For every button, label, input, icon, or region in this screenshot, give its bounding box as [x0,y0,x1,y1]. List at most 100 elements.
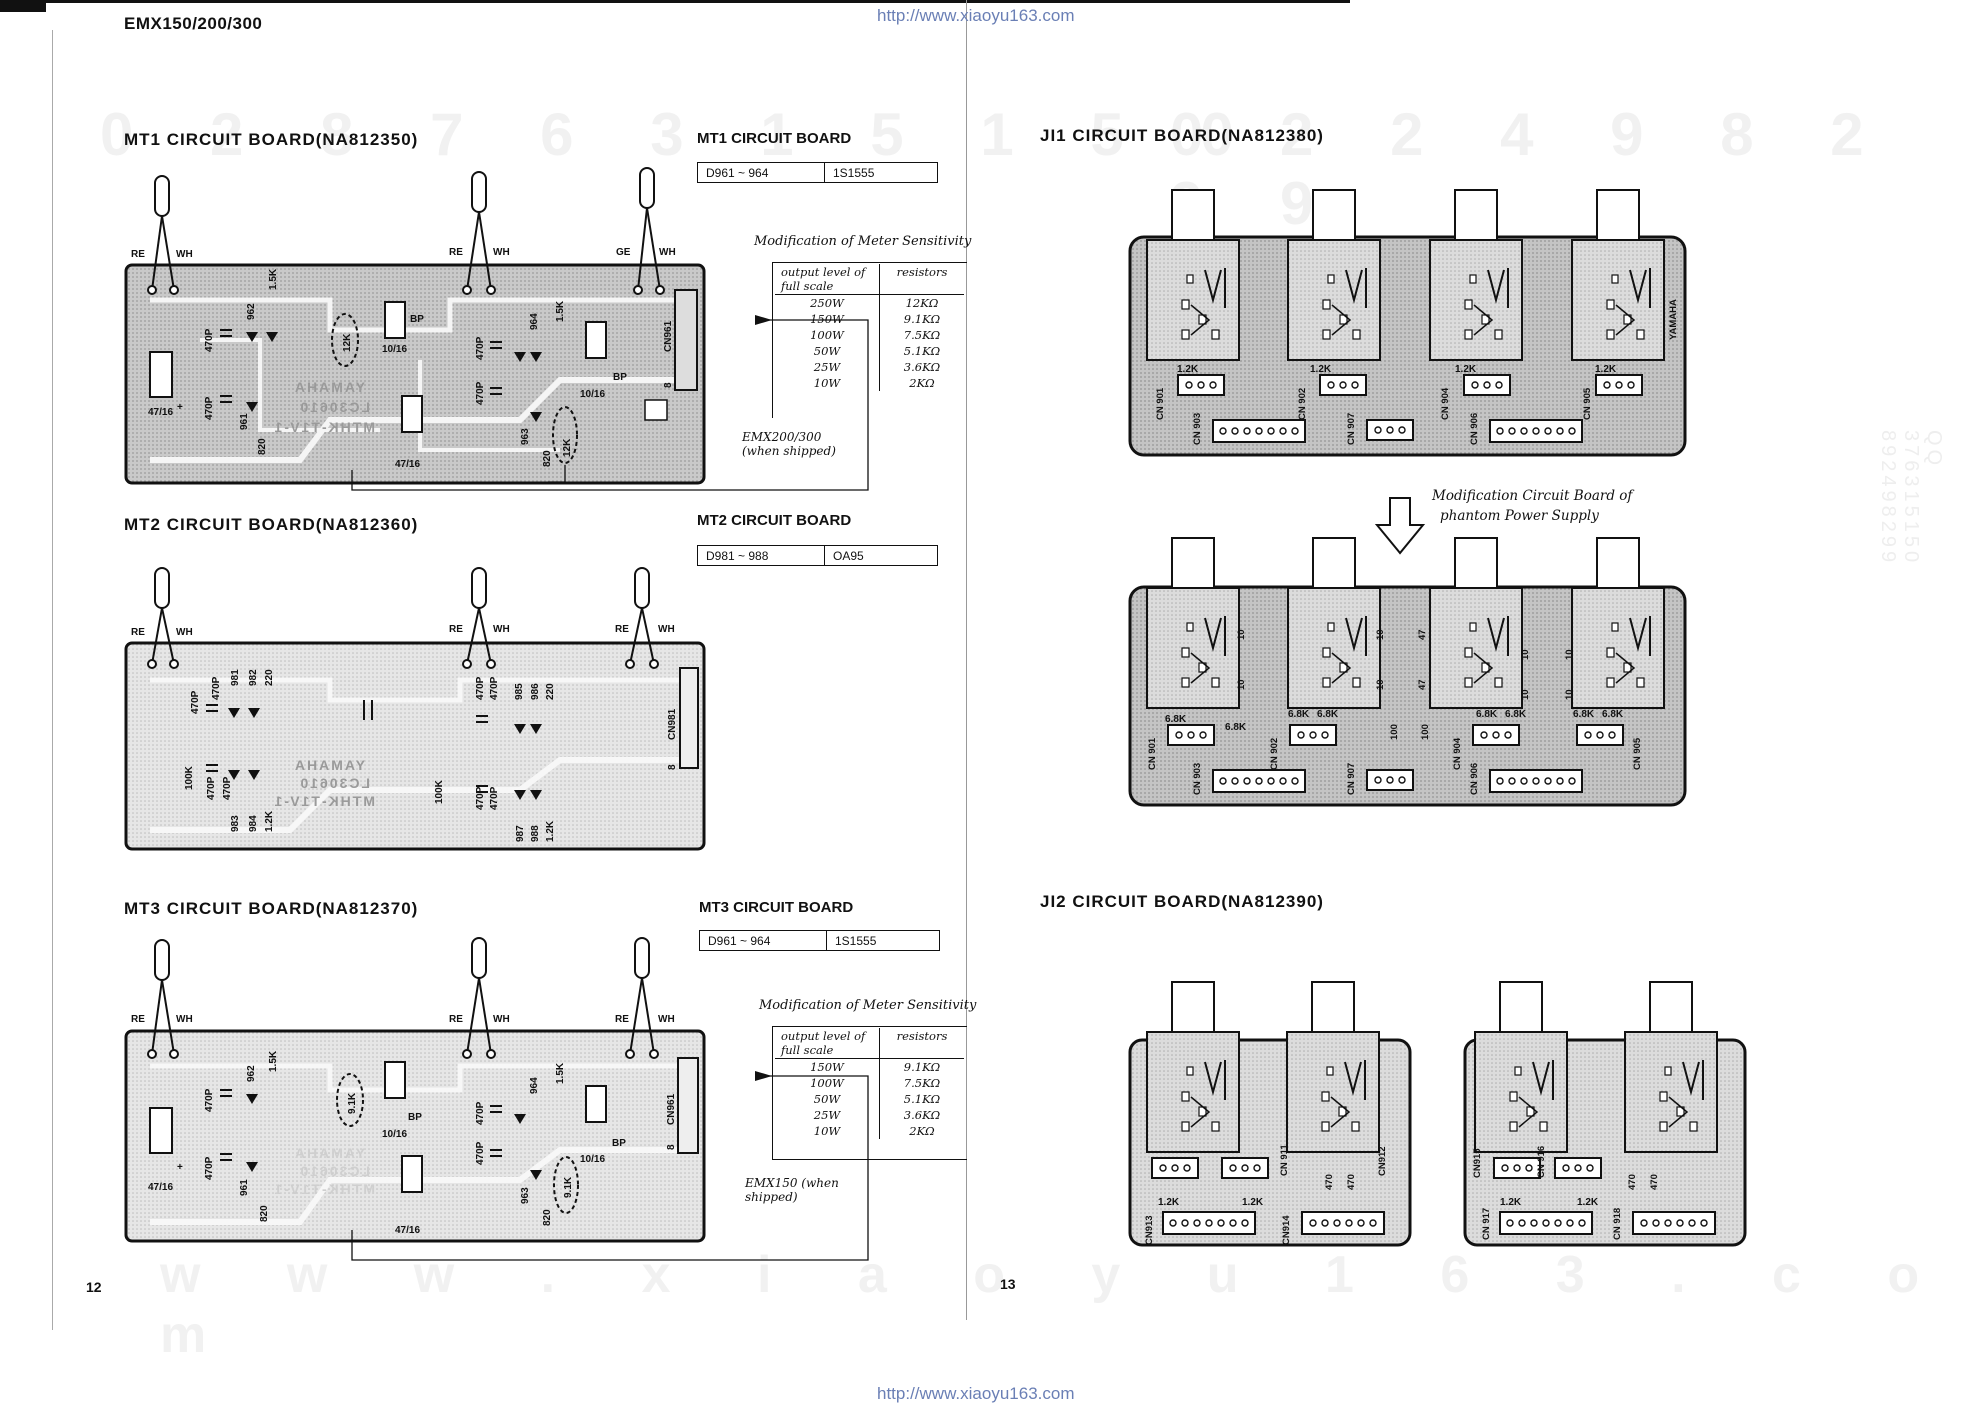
jim-cn906 [1489,769,1583,793]
mt1-value: 1S1555 [824,162,938,183]
mt3-led-1 [147,939,179,1059]
mt2-re-1: RE [131,627,145,638]
ji2-r470-3: 470 [1627,1174,1638,1190]
ji2-cn911 [1151,1157,1199,1179]
arrow-note-line-2: phantom Power Supply [1440,508,1599,524]
mt2-title: MT2 CIRCUIT BOARD(NA812360) [124,515,419,534]
jim-cn904-label: CN 904 [1452,737,1463,770]
jim-c10-6: 10 [1520,689,1531,700]
mt2-d986: 986 [530,683,541,700]
mt1-pin8: 8 [663,382,674,388]
ji2-cn913-label: CN913 [1144,1215,1155,1245]
mod2-note: EMX150 (when shipped) [745,1176,839,1204]
mod1-col1: output level of full scale [775,264,880,295]
mod2-res-0: 9.1KΩ [903,1060,941,1074]
mt3-board [124,937,869,1261]
mt2-led-2 [462,567,496,669]
mt3-d962: 962 [246,1065,257,1082]
mt3-d961: 961 [239,1179,250,1196]
url-top[interactable]: http://www.xiaoyu163.com [877,6,1075,25]
ji2-cn914 [1301,1211,1385,1235]
jim-c10-3: 10 [1375,629,1386,640]
ji2-r470-4: 470 [1649,1174,1660,1190]
jim-r68k-8: 6.8K [1602,709,1624,720]
mt3-bp-b: BP [612,1138,626,1149]
mt3-re-1: RE [131,1014,145,1025]
mt1-bp-a: BP [410,314,424,325]
ji2-cn911-label: CN 911 [1279,1144,1290,1176]
mod2-res-4: 2KΩ [909,1124,935,1138]
mt2-c470p-c: 470P [206,776,217,800]
ji2-cn916-conn [1554,1157,1602,1179]
mod1-level-0: 250W [775,294,880,311]
ji1-cn906-label: CN 906 [1469,413,1480,445]
mt1-bp-b: BP [613,372,627,383]
mod1-res-0: 12KΩ [905,296,939,310]
mt2-c470p-a: 470P [190,690,201,714]
mt3-r15k: 1.5K [268,1050,279,1072]
mt3-d963: 963 [520,1187,531,1204]
mt3-c470p-d: 470P [475,1141,486,1165]
mt3-r820-b: 820 [542,1209,553,1226]
ji1-cn904-label: CN 904 [1440,387,1451,420]
ji1-cn902-label: CN 902 [1297,388,1308,420]
mod1-res-5: 2KΩ [909,376,935,390]
mt2-d984: 984 [248,815,259,832]
mt1-cn961: CN961 [663,320,674,352]
mt2-d985: 985 [514,683,525,700]
mt3-cap-4716: 47/16 [148,1182,173,1193]
page-number-left: 12 [86,1279,102,1295]
mt1-wh-2: WH [493,247,510,258]
mt2-c470p-h: 470P [489,786,500,810]
mt2-board [124,567,706,851]
ji2-cn912-label: CN912 [1377,1146,1388,1176]
ji2-r12k-3: 1.2K [1500,1197,1522,1208]
mt2-d981: 981 [230,669,241,686]
jim-r68k-6: 6.8K [1505,709,1527,720]
mt3-cn961: CN961 [666,1093,677,1125]
jim-cn907-label: CN 907 [1346,763,1357,795]
mod1-level-5: 10W [775,375,880,391]
mt1-part: D961 ~ 964 [697,162,825,183]
mod1-level-4: 25W [775,359,880,375]
mt3-cap-4716-b: 47/16 [395,1225,420,1236]
mod1-level-3: 50W [775,343,880,359]
jim-cn904 [1472,724,1520,746]
mod2-level-3: 25W [775,1107,880,1123]
mt3-wh-1: WH [176,1014,193,1025]
jim-c47-1: 47 [1417,629,1428,640]
mt3-silk-3: MTHK-T1V-1 [273,1181,375,1197]
mt1-c470p-a: 470P [204,328,215,352]
mt1-c470p-c: 470P [475,336,486,360]
mt1-r820-b: 820 [542,450,553,467]
ji2-cn918-conn [1632,1211,1716,1235]
mt3-bp-a: BP [408,1112,422,1123]
mt2-wh-3: WH [658,624,675,635]
mt2-d988: 988 [530,825,541,842]
mod2-level-2: 50W [775,1091,880,1107]
mt2-silk-1: YAMAHA [293,757,365,773]
mt2-wh-2: WH [493,624,510,635]
mt3-c470p-c: 470P [475,1101,486,1125]
ji2-r470-1: 470 [1324,1174,1335,1190]
mod1-title: Modification of Meter Sensitivity [754,234,972,249]
mod1-note: EMX200/300 (when shipped) [742,430,836,458]
mt1-c470p-d: 470P [475,381,486,405]
watermark-site: w w w . x i a o y u 1 6 3 . c o m [160,1246,1956,1364]
mt1-cap-1016-b: 10/16 [580,389,605,400]
mt2-pin8: 8 [667,764,678,770]
ji1-cn907 [1366,419,1414,441]
mt1-r15k-b: 1.5K [555,300,566,322]
mt1-silk-2: LC30610 [298,399,370,415]
mt2-silk-2: LC30610 [298,775,370,791]
url-bottom[interactable]: http://www.xiaoyu163.com [877,1384,1075,1403]
jim-cn906-label: CN 906 [1469,763,1480,795]
ji1-cn905 [1595,374,1643,396]
mt3-wh-2: WH [493,1014,510,1025]
ji1-r12k-3: 1.2K [1455,364,1477,375]
mt2-d987: 987 [515,825,526,842]
